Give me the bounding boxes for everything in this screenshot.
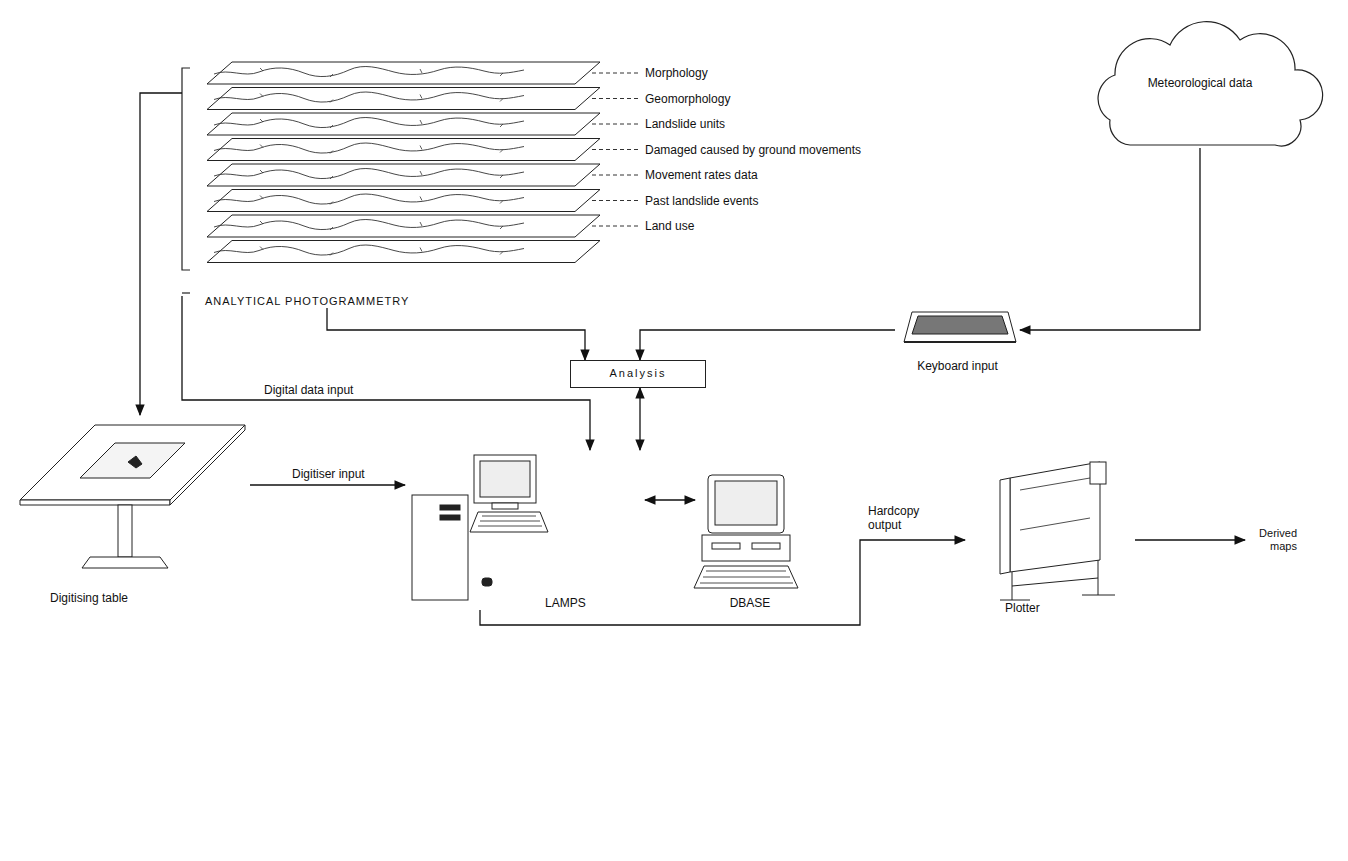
node-label: Keyboard input bbox=[895, 359, 1020, 373]
keyboard-icon bbox=[904, 312, 1016, 342]
plotter-node: Plotter bbox=[965, 455, 1135, 615]
plotter-icon bbox=[1000, 462, 1115, 600]
photogrammetry-stack: ANALYTICAL PHOTOGRAMMETRY bbox=[182, 58, 622, 308]
database-node: DBASE bbox=[695, 470, 805, 610]
node-label: LAMPS bbox=[545, 596, 645, 610]
connector-arrow bbox=[327, 308, 585, 360]
layer-label: Landslide units bbox=[645, 117, 725, 131]
computer-node: LAMPS bbox=[405, 450, 645, 610]
connector-arrow bbox=[640, 330, 895, 360]
connector-arrow bbox=[645, 499, 695, 500]
layer-label: Past landslide events bbox=[645, 194, 758, 208]
connector-arrow bbox=[250, 484, 405, 485]
layer-label: Damaged caused by ground movements bbox=[645, 143, 861, 157]
connector-arrow bbox=[182, 296, 590, 450]
connector-arrow bbox=[1020, 148, 1200, 330]
node-label: Analysis bbox=[579, 367, 697, 380]
node-label: Derived maps bbox=[1245, 527, 1297, 553]
connector-arrow bbox=[480, 540, 965, 625]
edge-label: Digitiser input bbox=[290, 467, 367, 481]
digitising-table-icon bbox=[20, 425, 245, 568]
node-label: Plotter bbox=[1005, 601, 1135, 615]
layer-label: Geomorphology bbox=[645, 92, 730, 106]
connector-arrow bbox=[140, 93, 182, 415]
connector-arrow bbox=[639, 388, 640, 450]
map-layers bbox=[207, 62, 600, 263]
dbase-computer-icon bbox=[694, 475, 798, 588]
edge-label: Hardcopy output bbox=[866, 504, 932, 532]
output-node: Derived maps bbox=[1245, 525, 1297, 555]
node-label: Meteorological data bbox=[1115, 76, 1285, 90]
keyboard-node: Keyboard input bbox=[895, 305, 1020, 373]
layer-label: Movement rates data bbox=[645, 168, 758, 182]
bracket bbox=[182, 68, 190, 293]
layer-label: Morphology bbox=[645, 66, 708, 80]
process-box: Analysis bbox=[570, 360, 706, 388]
edge-label: Digital data input bbox=[262, 383, 355, 397]
node-label: ANALYTICAL PHOTOGRAMMETRY bbox=[205, 295, 622, 308]
node-label: DBASE bbox=[695, 596, 805, 610]
node-label: Digitising table bbox=[50, 591, 250, 605]
cloud-shape: Meteorological data bbox=[1075, 18, 1325, 148]
digitiser-node: Digitising table bbox=[15, 415, 250, 605]
lamps-computer-icon bbox=[412, 455, 548, 600]
leader-lines bbox=[592, 73, 640, 226]
connector-arrow bbox=[1135, 539, 1245, 540]
layer-label: Land use bbox=[645, 219, 694, 233]
